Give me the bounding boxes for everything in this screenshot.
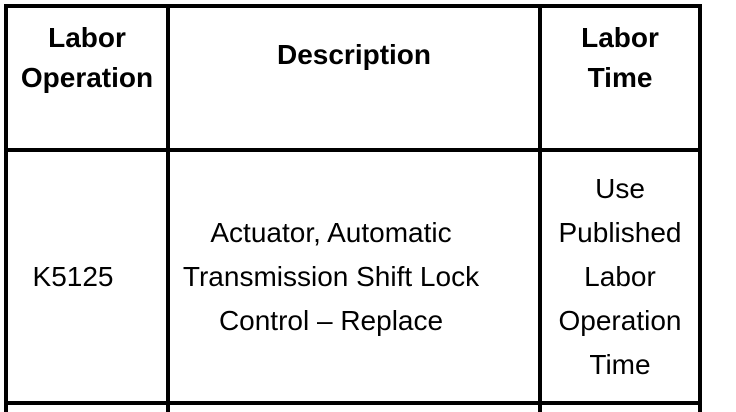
header-cell-labor-operation: Labor Operation	[8, 8, 166, 148]
cell-description: Actuator, Automatic Transmission Shift L…	[170, 152, 538, 401]
partial-next-row-cell	[8, 405, 166, 412]
cell-labor-time: Use Published Labor Operation Time	[542, 152, 698, 401]
cell-labor-operation-code: K5125	[8, 152, 166, 401]
header-cell-description: Description	[170, 8, 538, 148]
partial-next-row-cell	[542, 405, 698, 412]
labor-operation-table: Labor Operation Description Labor Time K…	[4, 4, 702, 412]
header-cell-labor-time: Labor Time	[542, 8, 698, 148]
partial-next-row-cell	[170, 405, 538, 412]
